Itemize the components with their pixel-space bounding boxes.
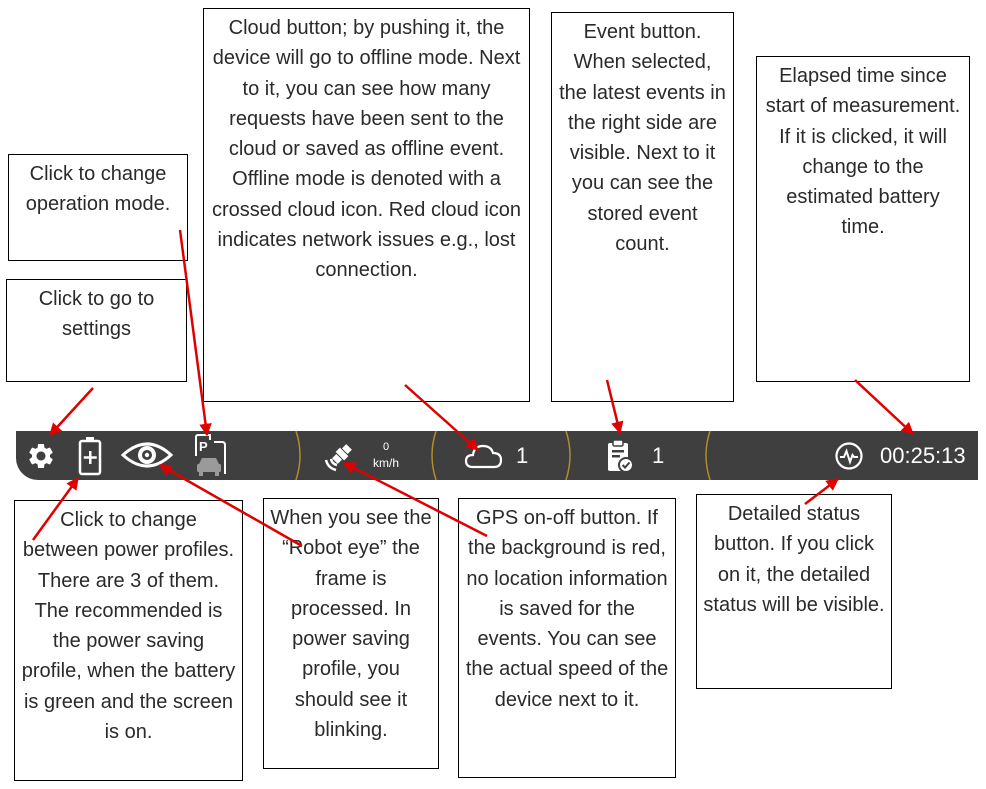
- callout-gps: GPS on-off button. If the background is …: [458, 498, 676, 778]
- toolbar-divider: [565, 431, 571, 480]
- callout-power-profiles: Click to change between power profiles. …: [14, 500, 243, 781]
- cloud-icon[interactable]: [464, 442, 504, 470]
- elapsed-time[interactable]: 00:25:13: [880, 443, 966, 468]
- arrow-settings: [49, 387, 94, 436]
- toolbar-divider: [431, 431, 437, 480]
- speed-value: 0: [382, 441, 390, 453]
- event-count: 1: [652, 443, 665, 468]
- toolbar-divider: [295, 431, 301, 480]
- gear-icon[interactable]: [26, 441, 56, 471]
- arrow-elapsed-time: [854, 379, 914, 435]
- pulse-icon[interactable]: [834, 441, 864, 471]
- callout-elapsed-time: Elapsed time since start of measurement.…: [756, 56, 970, 382]
- speed-unit: km/h: [372, 456, 399, 470]
- status-toolbar: P 0 km/h 1: [16, 431, 978, 480]
- eye-icon: [120, 439, 174, 471]
- callout-detailed-status: Detailed status button. If you click on …: [696, 494, 892, 689]
- cloud-count: 1: [516, 443, 529, 468]
- battery-plus-icon[interactable]: [78, 436, 102, 476]
- satellite-icon[interactable]: [322, 438, 358, 474]
- callout-settings: Click to go to settings: [6, 279, 187, 382]
- toolbar-divider: [705, 431, 711, 480]
- callout-robot-eye: When you see the “Robot eye” the frame i…: [263, 498, 439, 769]
- svg-text:P: P: [199, 439, 208, 454]
- callout-event: Event button. When selected, the latest …: [551, 12, 734, 402]
- callout-cloud: Cloud button; by pushing it, the device …: [203, 8, 530, 402]
- parking-car-icon[interactable]: P: [192, 434, 228, 478]
- callout-operation-mode: Click to change operation mode.: [8, 154, 188, 261]
- clipboard-check-icon[interactable]: [606, 439, 634, 473]
